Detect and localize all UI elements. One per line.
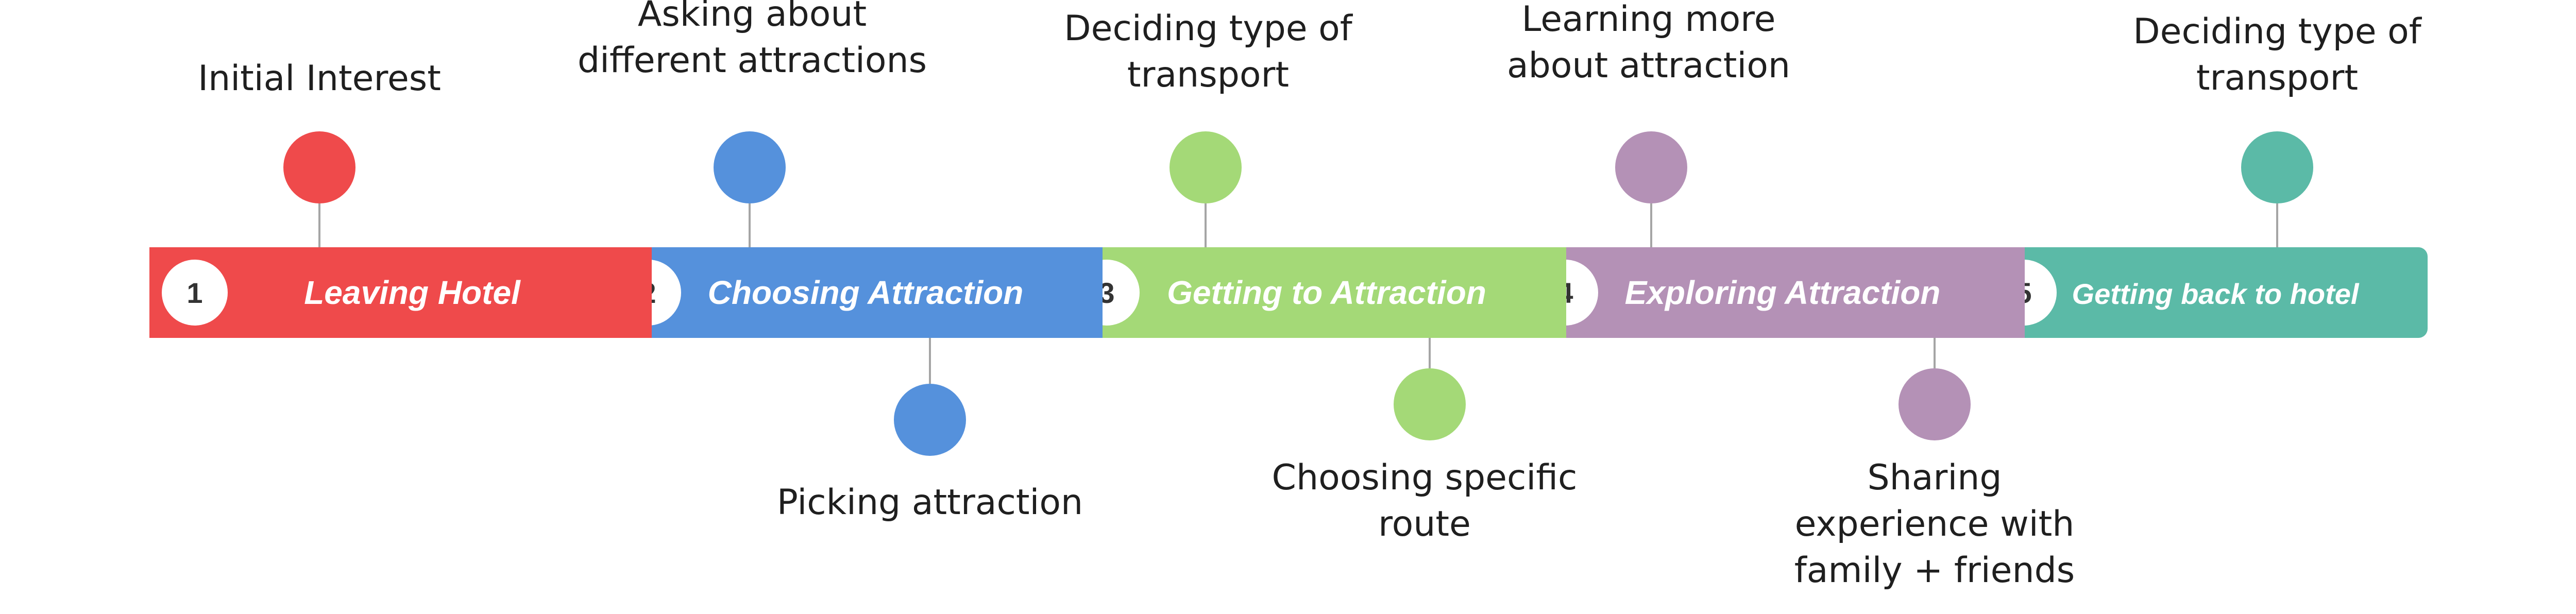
milestone-dot — [894, 384, 966, 456]
milestone-caption: Choosing specific route — [1272, 457, 1578, 544]
milestone-caption: Initial Interest — [198, 58, 441, 99]
stage-1: 1 Leaving Hotel — [149, 247, 652, 338]
milestone-dot — [1615, 131, 1687, 203]
milestone-caption: Deciding type of transport — [2133, 11, 2422, 98]
milestone-caption: Deciding type of transport — [1064, 8, 1353, 95]
stage-label: Getting to Attraction — [1167, 274, 1486, 311]
milestone-caption-line: Picking attraction — [777, 482, 1083, 523]
milestone-caption-line: Initial Interest — [198, 58, 441, 99]
stage-label: Leaving Hotel — [304, 274, 521, 311]
milestone-caption-line: Sharing — [1867, 457, 2002, 498]
milestone-deciding-transport-1: Deciding type of transport — [1064, 8, 1353, 247]
stage-4: 4Exploring Attraction — [1520, 247, 2025, 338]
milestone-caption-line: transport — [1127, 55, 1289, 95]
stage-2: 2Choosing Attraction — [603, 247, 1103, 338]
milestone-sharing-experience: Sharing experience with family + friends — [1794, 338, 2075, 591]
milestone-deciding-transport-2: Deciding type of transport — [2133, 11, 2422, 247]
stage-label: Choosing Attraction — [708, 274, 1024, 311]
milestone-caption-line: experience with — [1795, 504, 2075, 544]
milestone-caption: Picking attraction — [777, 482, 1083, 523]
milestone-caption: Learning more about attraction — [1507, 0, 1790, 86]
milestone-asking-about-attractions: Asking about different attractions — [578, 0, 927, 247]
stage-number-badge — [162, 260, 228, 326]
milestone-picking-attraction: Picking attraction — [777, 338, 1083, 523]
milestone-dot — [2241, 131, 2313, 203]
milestone-choosing-route: Choosing specific route — [1272, 338, 1578, 544]
milestone-caption-line: route — [1378, 504, 1471, 544]
milestone-caption-line: Learning more — [1522, 0, 1776, 40]
milestone-dot — [714, 131, 786, 203]
milestone-caption: Sharing experience with family + friends — [1794, 457, 2075, 591]
milestone-caption-line: different attractions — [578, 40, 927, 81]
stage-label: Exploring Attraction — [1625, 274, 1941, 311]
milestone-caption-line: about attraction — [1507, 45, 1790, 86]
milestone-caption-line: Choosing specific — [1272, 457, 1578, 498]
milestone-dot — [283, 131, 355, 203]
milestone-learning-more: Learning more about attraction — [1507, 0, 1790, 247]
milestone-caption: Asking about different attractions — [578, 0, 927, 81]
stage-number: 1 — [187, 277, 202, 309]
milestone-caption-line: Asking about — [638, 0, 867, 35]
milestone-initial-interest: Initial Interest — [198, 58, 441, 247]
milestone-dot — [1170, 131, 1242, 203]
milestone-dot — [1899, 368, 1971, 440]
milestone-caption-line: Deciding type of — [2133, 11, 2422, 52]
milestone-dot — [1394, 368, 1466, 440]
milestone-caption-line: transport — [2196, 58, 2358, 98]
stage-label: Getting back to hotel — [2072, 278, 2360, 310]
stage-5: 5Getting back to hotel — [1978, 247, 2428, 338]
milestone-caption-line: family + friends — [1794, 550, 2075, 591]
milestone-caption-line: Deciding type of — [1064, 8, 1353, 49]
stage-bar — [1978, 247, 2428, 338]
